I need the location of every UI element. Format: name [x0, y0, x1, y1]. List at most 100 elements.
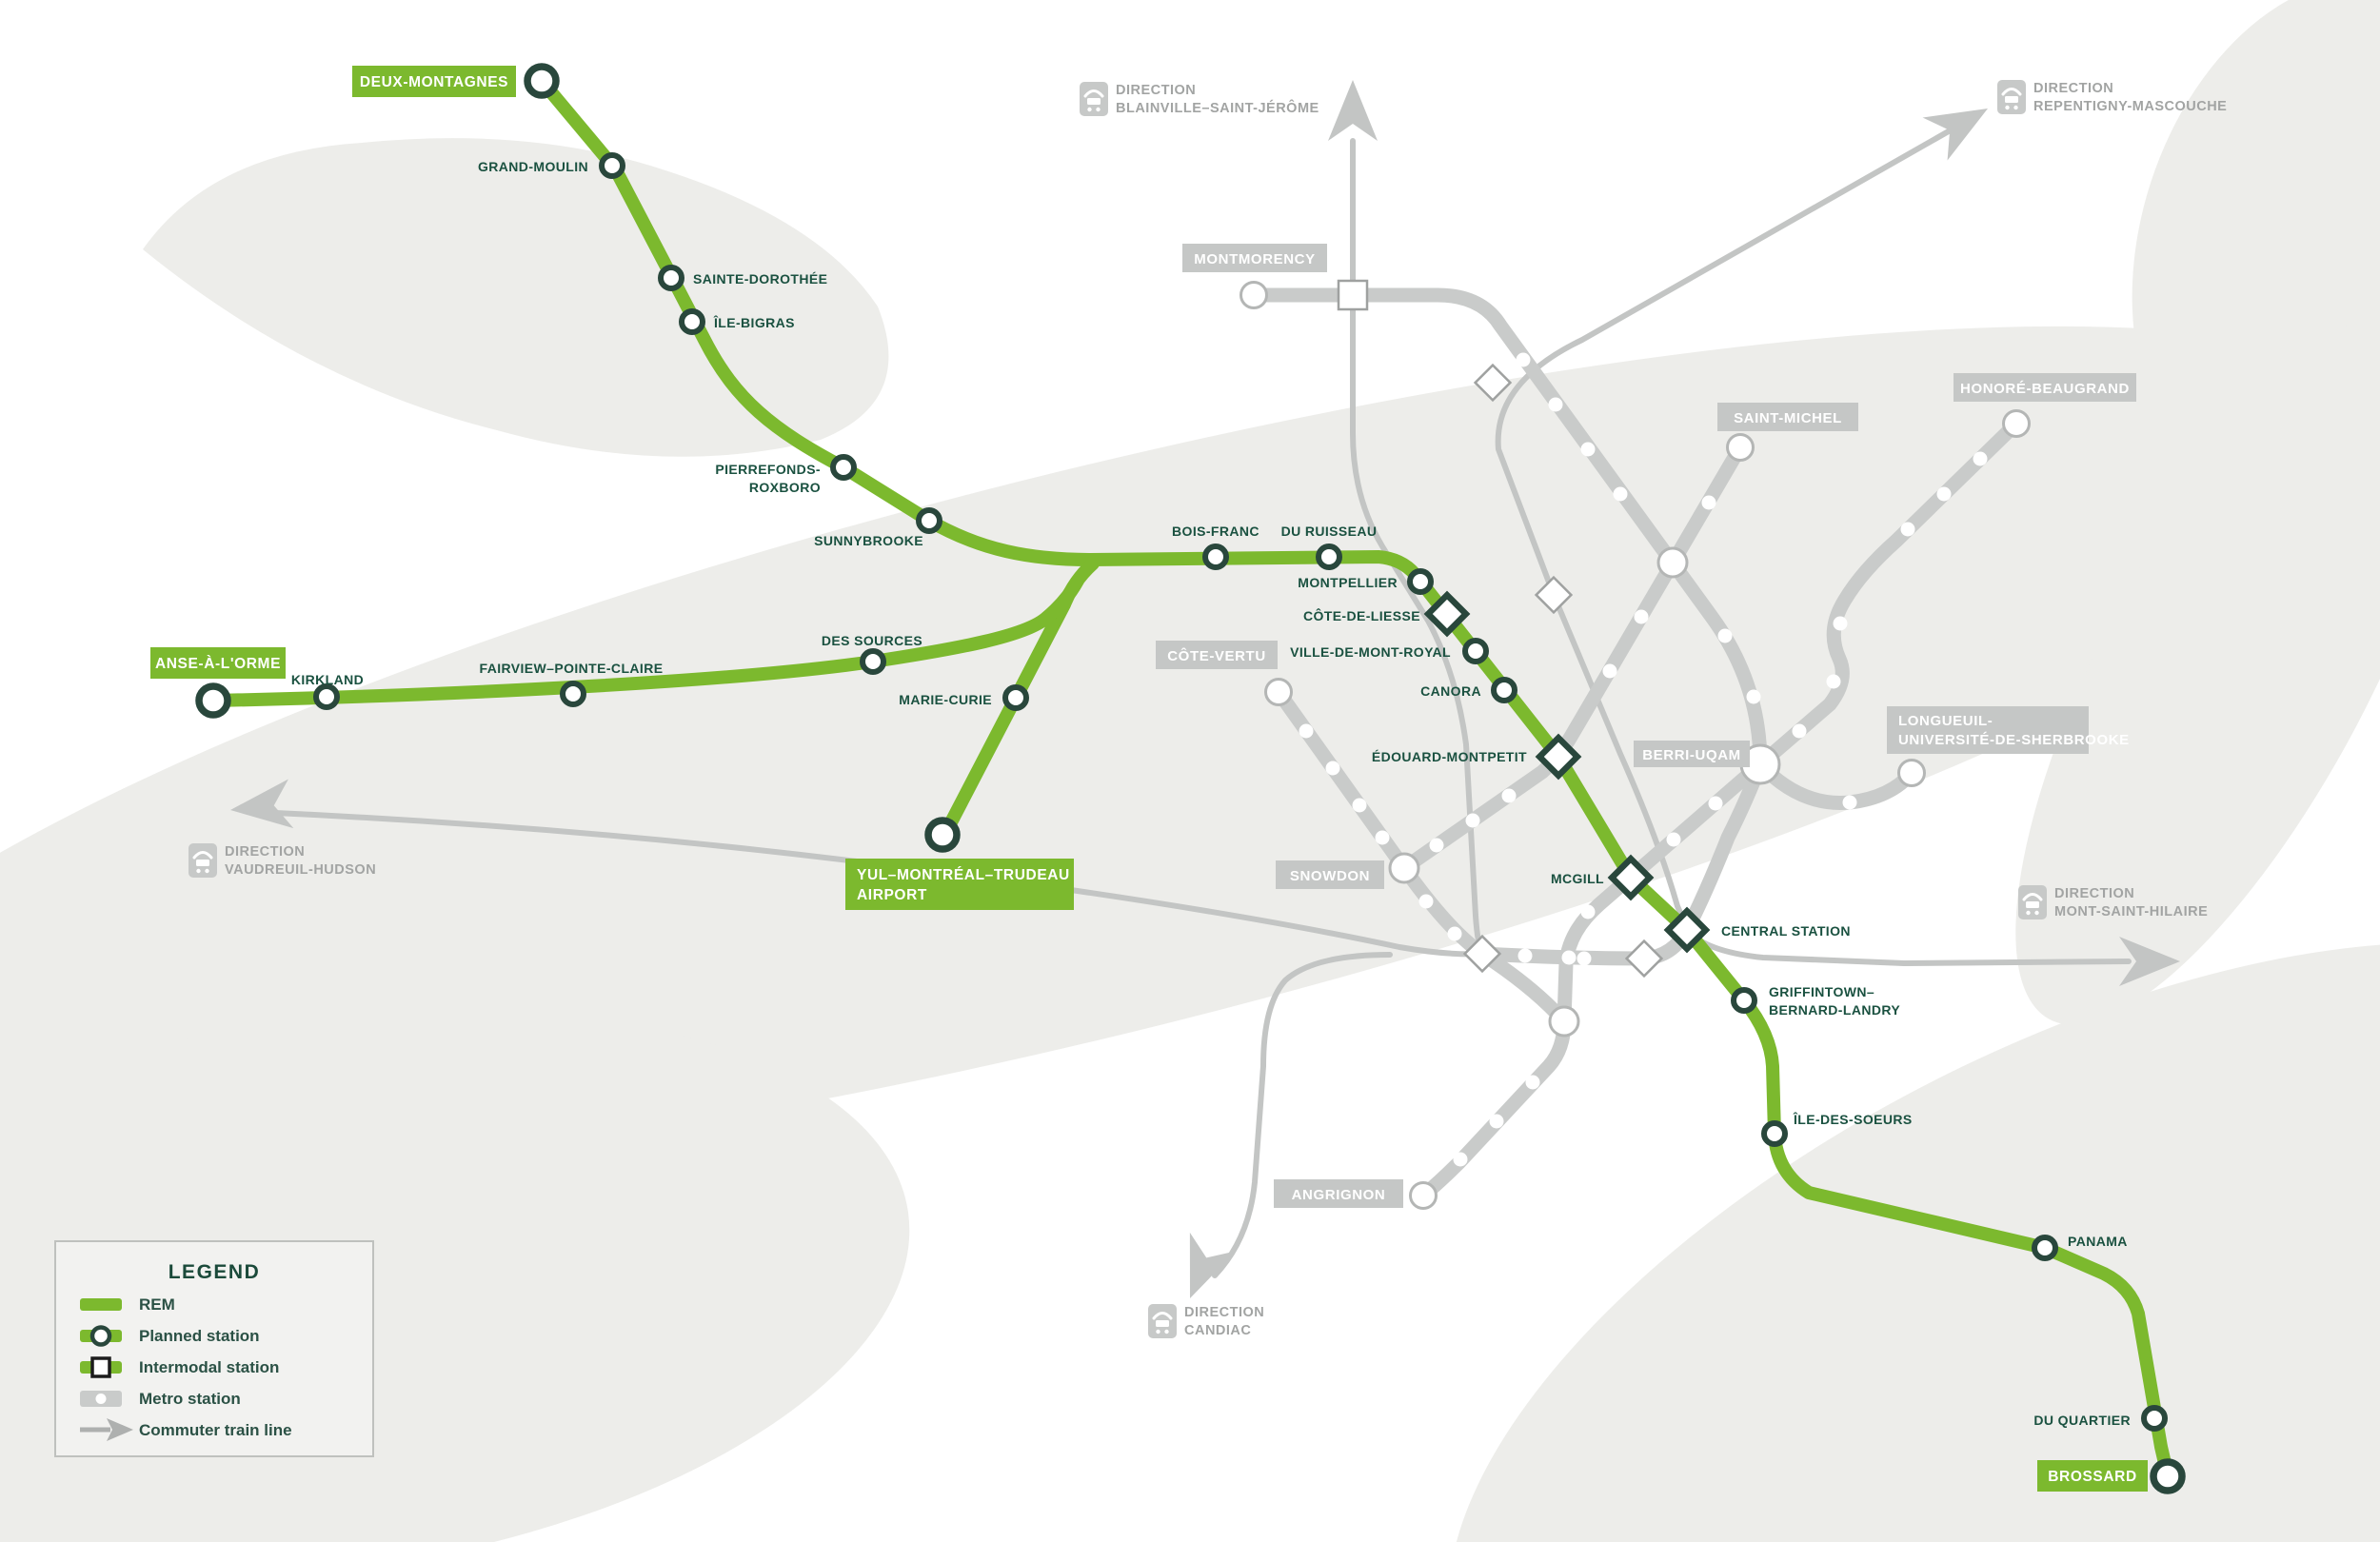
arrow-candiac [1166, 1232, 1237, 1308]
legend-item-intermodal: Intermodal station [139, 1358, 279, 1376]
label-dir-candiac-line1: DIRECTION [1184, 1305, 1264, 1320]
metro-junction-lionel-groulx [1548, 1005, 1580, 1038]
land-east-strip [2015, 307, 2380, 1025]
label-des-sources: DES SOURCES [822, 633, 922, 648]
station-sainte-dorothee [658, 265, 684, 291]
label-box-cote-vertu [1156, 641, 1278, 669]
label-sainte-dorothee: SAINTE-DOROTHÉE [693, 271, 827, 287]
label-ile-des-soeurs: ÎLE-DES-SOEURS [1793, 1111, 1913, 1127]
label-sunnybrooke: SUNNYBROOKE [814, 533, 923, 548]
label-longueuil-line1: LONGUEUIL- [1898, 713, 1993, 729]
station-fairview [560, 681, 586, 707]
label-panama: PANAMA [2068, 1234, 2128, 1249]
train-icon [188, 843, 217, 878]
label-cote-vertu: CÔTE-VERTU [1167, 647, 1266, 664]
metro-station-dots [1299, 352, 1988, 1167]
station-montpellier [1407, 568, 1434, 595]
label-yul-line2: AIRPORT [857, 887, 927, 903]
metro-terminus-longueuil [1897, 759, 1926, 787]
label-brossard: BROSSARD [2048, 1469, 2137, 1485]
station-panama [2032, 1235, 2058, 1261]
label-griffintown-line1: GRIFFINTOWN– [1769, 984, 1874, 999]
land-montreal-island [0, 326, 2380, 1178]
label-saint-michel: SAINT-MICHEL [1734, 410, 1842, 426]
label-honore-beaugrand: HONORÉ-BEAUGRAND [1960, 381, 2130, 397]
label-box-brossard [2037, 1460, 2148, 1492]
metro-terminus-montmorency [1240, 281, 1268, 309]
station-edouard-montpetit [1535, 733, 1582, 781]
metro-terminus-honore-beaugrand [2002, 409, 2031, 438]
station-du-ruisseau [1316, 544, 1342, 570]
train-icon [1997, 80, 2026, 114]
label-montpellier: MONTPELLIER [1298, 575, 1398, 590]
station-grand-moulin [599, 152, 625, 179]
direction-labels: DIRECTION BLAINVILLE–SAINT-JÉRÔME DIRECT… [188, 80, 2227, 1338]
label-box-longueuil [1887, 706, 2089, 754]
legend-rem-line-icon [80, 1298, 122, 1311]
label-du-ruisseau: DU RUISSEAU [1281, 524, 1378, 539]
label-dir-blainville-line2: BLAINVILLE–SAINT-JÉRÔME [1116, 99, 1319, 116]
label-box-deux-montagnes [352, 66, 516, 97]
label-anse-a-lorme: ANSE-À-L'ORME [155, 656, 281, 672]
legend-intermodal-station-icon [90, 1356, 111, 1378]
station-ile-bigras [679, 308, 705, 335]
station-sunnybrooke [916, 507, 942, 534]
label-berri-uqam: BERRI-UQAM [1642, 747, 1741, 763]
rem-station-labels: GRAND-MOULIN SAINTE-DOROTHÉE ÎLE-BIGRAS … [291, 159, 2131, 1428]
metro-junction-jean-talon [1656, 546, 1689, 579]
label-dir-mont-saint-hilaire-line1: DIRECTION [2054, 886, 2134, 901]
station-ile-des-soeurs [1761, 1120, 1788, 1147]
label-snowdon: SNOWDON [1290, 868, 1370, 884]
label-box-snowdon [1276, 860, 1384, 889]
station-des-sources [860, 648, 886, 675]
terminus-anse-a-lorme [195, 682, 231, 719]
station-pierrefonds-roxboro [830, 454, 857, 481]
label-longueuil-line2: UNIVERSITÉ-DE-SHERBROOKE [1898, 732, 2130, 748]
label-dir-repentigny-line1: DIRECTION [2033, 81, 2113, 96]
label-box-angrignon [1274, 1179, 1403, 1208]
label-marie-curie: MARIE-CURIE [899, 692, 992, 707]
label-bois-franc: BOIS-FRANC [1172, 524, 1259, 539]
label-dir-blainville-line1: DIRECTION [1116, 83, 1196, 98]
metro-terminus-angrignon [1409, 1181, 1438, 1210]
label-du-quartier: DU QUARTIER [2033, 1413, 2131, 1428]
label-dir-vaudreuil-line1: DIRECTION [225, 844, 305, 860]
label-box-berri-uqam [1634, 741, 1750, 767]
legend-planned-station-icon [89, 1325, 112, 1347]
label-canora: CANORA [1420, 683, 1481, 699]
intermodal-square-lucien-lallier [1624, 939, 1664, 979]
metro-junction-snowdon [1388, 852, 1420, 884]
label-pierrefonds-line1: PIERREFONDS- [715, 462, 821, 477]
label-yul-line1: YUL–MONTRÉAL–TRUDEAU [857, 867, 1070, 883]
intermodal-square-mascouche-crossing [1473, 363, 1513, 403]
label-box-honore-beaugrand [1954, 373, 2136, 402]
label-mcgill: MCGILL [1551, 871, 1604, 886]
station-cote-de-liesse [1423, 590, 1471, 638]
train-icon [2018, 885, 2047, 919]
metro-terminus-saint-michel [1726, 433, 1755, 462]
label-edouard-montpetit: ÉDOUARD-MONTPETIT [1372, 749, 1527, 764]
land-south-shore [1448, 942, 2380, 1542]
station-ville-de-mont-royal [1462, 638, 1489, 664]
metro-orange-east [1246, 287, 1768, 772]
label-box-anse-a-lorme [150, 647, 286, 679]
terminus-yul-airport [924, 817, 961, 853]
legend-commuter-arrow-icon [107, 1418, 133, 1441]
commuter-line-candiac [1212, 952, 1393, 1278]
legend-item-rem: REM [139, 1295, 175, 1314]
legend-title: LEGEND [169, 1261, 261, 1283]
legend-item-metro: Metro station [139, 1390, 241, 1408]
label-deux-montagnes: DEUX-MONTAGNES [360, 74, 508, 90]
rem-terminus-stations [195, 63, 2186, 1494]
label-dir-repentigny-line2: REPENTIGNY-MASCOUCHE [2033, 99, 2227, 114]
metro-junctions-termini [1240, 281, 2031, 1210]
station-mcgill [1607, 854, 1655, 901]
terminus-brossard [2150, 1458, 2186, 1494]
station-griffintown [1731, 987, 1757, 1014]
legend-item-commuter: Commuter train line [139, 1421, 292, 1439]
station-du-quartier [2141, 1405, 2168, 1432]
arrow-repentigny [1922, 87, 2000, 161]
